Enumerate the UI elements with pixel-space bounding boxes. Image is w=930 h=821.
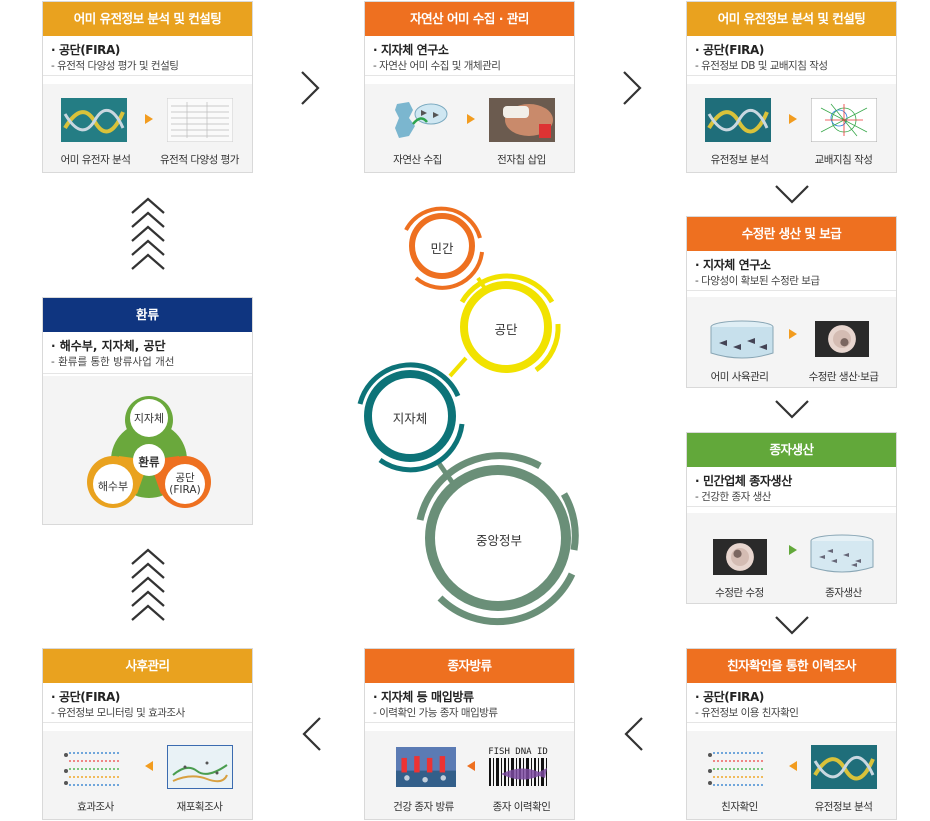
feedback-triad-diagram bbox=[87, 396, 211, 508]
arrow-right-icon bbox=[789, 329, 797, 339]
chevron-left-icon bbox=[624, 717, 643, 751]
petal-top-label: 지자체 bbox=[133, 412, 165, 425]
chevron-right-icon bbox=[301, 71, 320, 105]
card-header: 자연산 어미 수집 · 관리 bbox=[365, 2, 574, 36]
caption-right: 전자칩 삽입 bbox=[497, 154, 546, 166]
caption-left: 어미 사육관리 bbox=[710, 371, 769, 383]
caption-right: 교배지침 작성 bbox=[814, 154, 873, 166]
card-line1: · 지자체 연구소 bbox=[373, 43, 449, 57]
card-header: 종자생산 bbox=[687, 433, 896, 467]
card-header: 종자방류 bbox=[365, 649, 574, 683]
chevron-down-icon bbox=[775, 185, 809, 204]
egg-microscope-image bbox=[713, 539, 767, 575]
card-line1: · 공단(FIRA) bbox=[695, 43, 764, 57]
petal-right-label: 공단 (FIRA) bbox=[169, 472, 201, 496]
card-line2: - 환류를 통한 방류사업 개선 bbox=[51, 356, 175, 368]
chip-insertion-image bbox=[489, 98, 555, 142]
card-wild-broodstock-collection: 자연산 어미 수집 · 관리 · 지자체 연구소 - 자연산 어미 수집 및 개… bbox=[364, 1, 575, 173]
ring-label-local-gov: 지자체 bbox=[392, 411, 428, 426]
mating-network-image bbox=[811, 98, 877, 142]
ring-label-private: 민간 bbox=[430, 241, 454, 256]
caption-left: 자연산 수집 bbox=[393, 154, 442, 166]
card-aftercare: 사후관리 · 공단(FIRA) - 유전정보 모니터링 및 효과조사 효과조사 … bbox=[42, 648, 253, 820]
fish-tank-image bbox=[810, 534, 874, 573]
chevron-down-icon bbox=[775, 400, 809, 419]
stakeholder-rings bbox=[357, 206, 579, 626]
card-line2: - 유전정보 DB 및 교배지침 작성 bbox=[695, 60, 828, 72]
dna-image bbox=[61, 98, 127, 142]
card-header: 환류 bbox=[43, 298, 252, 332]
dna-image bbox=[811, 745, 877, 789]
card-parent-genetic-analysis: 어미 유전정보 분석 및 컨설팅 · 공단(FIRA) - 유전적 다양성 평가… bbox=[42, 1, 253, 173]
card-parentage-tracing: 친자확인을 통한 이력조사 · 공단(FIRA) - 유전정보 이용 친자확인 … bbox=[686, 648, 897, 820]
ring-label-corporation: 공단 bbox=[494, 322, 518, 337]
caption-right: 종자 이력확인 bbox=[492, 801, 551, 813]
chevron-up-stack-icon bbox=[131, 197, 165, 270]
card-line2: - 유전정보 이용 친자확인 bbox=[695, 707, 799, 719]
center-label: 환류 bbox=[138, 455, 160, 469]
card-line1: · 공단(FIRA) bbox=[695, 690, 764, 704]
card-line2: - 자연산 어미 수집 및 개체관리 bbox=[373, 60, 501, 72]
chevron-right-icon bbox=[623, 71, 642, 105]
card-header: 사후관리 bbox=[43, 649, 252, 683]
map-collection-image bbox=[387, 98, 453, 142]
card-header: 친자확인을 통한 이력조사 bbox=[687, 649, 896, 683]
arrow-left-icon bbox=[145, 761, 153, 771]
barcode-image: FISH DNA ID bbox=[487, 747, 549, 787]
card-header: 어미 유전정보 분석 및 컨설팅 bbox=[687, 2, 896, 36]
card-genetic-db: 어미 유전정보 분석 및 컨설팅 · 공단(FIRA) - 유전정보 DB 및 … bbox=[686, 1, 897, 173]
card-line1: · 공단(FIRA) bbox=[51, 690, 120, 704]
card-header: 어미 유전정보 분석 및 컨설팅 bbox=[43, 2, 252, 36]
caption-left: 어미 유전자 분석 bbox=[60, 154, 131, 166]
caption-left: 친자확인 bbox=[721, 801, 758, 813]
card-seed-release: 종자방류 · 지자체 등 매입방류 - 이력확인 가능 종자 매입방류 FISH… bbox=[364, 648, 575, 820]
dna-image bbox=[705, 98, 771, 142]
caption-right: 재포획조사 bbox=[176, 801, 223, 813]
caption-left: 건강 종자 방류 bbox=[393, 801, 454, 813]
caption-left: 효과조사 bbox=[77, 801, 114, 813]
card-line2: - 유전정보 모니터링 및 효과조사 bbox=[51, 707, 185, 719]
card-seed-production: 종자생산 · 민간업체 종자생산 - 건강한 종자 생산 수정란 수정 종자생산 bbox=[686, 432, 897, 604]
barcode-label: FISH DNA ID bbox=[488, 747, 548, 757]
caption-right: 유전적 다양성 평가 bbox=[160, 154, 239, 166]
petal-left-label: 해수부 bbox=[97, 480, 129, 493]
release-photo-image bbox=[396, 747, 456, 787]
barcode-icon bbox=[489, 758, 547, 786]
arrow-left-icon bbox=[789, 761, 797, 771]
arrow-left-icon bbox=[467, 761, 475, 771]
caption-left: 수정란 수정 bbox=[715, 587, 764, 599]
egg-microscope-image bbox=[815, 321, 869, 357]
card-feedback: 환류 · 해수부, 지자체, 공단 - 환류를 통한 방류사업 개선 지자체 환… bbox=[42, 297, 253, 525]
effect-chart-image bbox=[61, 745, 127, 789]
card-line1: · 지자체 연구소 bbox=[695, 258, 771, 272]
arrow-right-icon bbox=[467, 114, 475, 124]
card-line1: · 해수부, 지자체, 공단 bbox=[51, 339, 166, 353]
card-header: 수정란 생산 및 보급 bbox=[687, 217, 896, 251]
chevron-up-stack-icon bbox=[131, 548, 165, 621]
arrow-right-icon bbox=[145, 114, 153, 124]
caption-right: 종자생산 bbox=[825, 587, 862, 599]
card-line2: - 다양성이 확보된 수정란 보급 bbox=[695, 275, 820, 287]
card-line2: - 유전적 다양성 평가 및 컨설팅 bbox=[51, 60, 179, 72]
arrow-right-icon bbox=[789, 114, 797, 124]
fish-tank-image bbox=[710, 320, 774, 359]
caption-right: 유전정보 분석 bbox=[814, 801, 873, 813]
parentage-chart-image bbox=[705, 745, 771, 789]
chevron-down-icon bbox=[775, 616, 809, 635]
card-fertilized-egg-supply: 수정란 생산 및 보급 · 지자체 연구소 - 다양성이 확보된 수정란 보급 … bbox=[686, 216, 897, 388]
card-line1: · 지자체 등 매입방류 bbox=[373, 690, 474, 704]
card-line1: · 민간업체 종자생산 bbox=[695, 474, 792, 488]
chevron-left-icon bbox=[302, 717, 321, 751]
card-line2: - 건강한 종자 생산 bbox=[695, 491, 771, 503]
recapture-map-image bbox=[167, 745, 233, 789]
arrow-right-icon bbox=[789, 545, 797, 555]
diversity-table-image bbox=[167, 98, 233, 142]
card-line1: · 공단(FIRA) bbox=[51, 43, 120, 57]
card-line2: - 이력확인 가능 종자 매입방류 bbox=[373, 707, 498, 719]
caption-left: 유전정보 분석 bbox=[710, 154, 769, 166]
caption-right: 수정란 생산·보급 bbox=[808, 371, 879, 383]
ring-label-central-gov: 중앙정부 bbox=[475, 533, 522, 548]
